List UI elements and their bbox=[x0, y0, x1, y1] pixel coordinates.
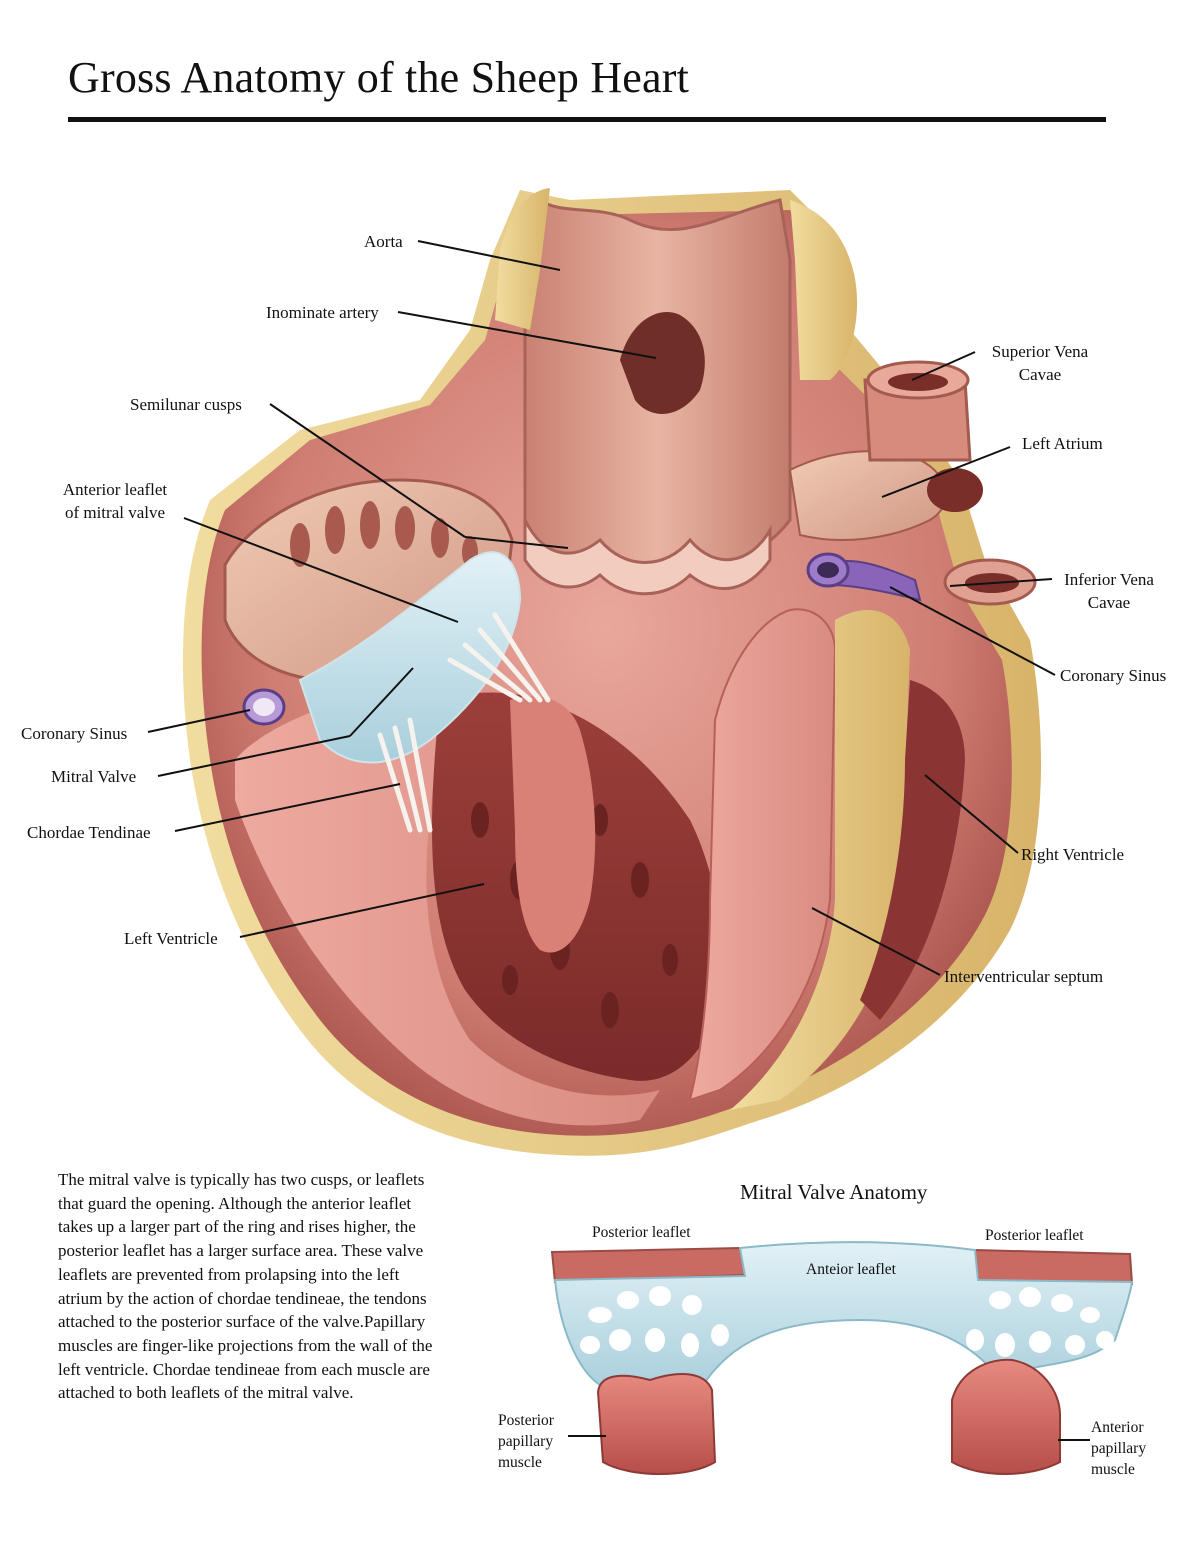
label-left-atrium: Left Atrium bbox=[1022, 434, 1103, 453]
anterior-papillary-shape bbox=[951, 1358, 1061, 1475]
posterior-leaflet-right-bar bbox=[973, 1248, 1134, 1286]
inset-anterior-papillary-line1: Anterior bbox=[1091, 1419, 1144, 1436]
heart-body bbox=[182, 188, 1042, 1156]
mitral-inset bbox=[550, 1241, 1134, 1475]
page-title: Gross Anatomy of the Sheep Heart bbox=[68, 53, 690, 102]
label-aorta: Aorta bbox=[364, 232, 403, 251]
papillary-muscle bbox=[510, 696, 596, 953]
label-coronary-sinus-left: Coronary Sinus bbox=[21, 724, 128, 743]
leader-lines bbox=[147, 240, 1056, 976]
inset-posterior-papillary-line1: Posterior bbox=[498, 1412, 554, 1429]
label-semilunar-cusps: Semilunar cusps bbox=[130, 395, 242, 414]
atrium-ridges bbox=[290, 501, 478, 568]
inset-title: Mitral Valve Anatomy bbox=[740, 1180, 928, 1204]
inset-posterior-papillary-line2: papillary bbox=[498, 1433, 554, 1450]
label-chordae-tendinae: Chordae Tendinae bbox=[27, 823, 151, 842]
septum bbox=[688, 608, 837, 1102]
inset-anterior-papillary: Anterior papillary muscle bbox=[1091, 1417, 1146, 1480]
label-inferior-vena-line2: Cavae bbox=[1087, 593, 1131, 612]
inset-posterior-leaflet-right: Posterior leaflet bbox=[985, 1227, 1084, 1244]
posterior-papillary-shape bbox=[596, 1373, 717, 1475]
description-text: The mitral valve is typically has two cu… bbox=[58, 1170, 433, 1403]
aorta-fat-left bbox=[495, 188, 550, 330]
membrane-holes bbox=[580, 1286, 1114, 1357]
label-anterior-leaflet-line2: of mitral valve bbox=[64, 503, 166, 522]
right-ventricle-cavity bbox=[860, 680, 965, 1020]
aorta-fat-right bbox=[790, 200, 858, 380]
inset-posterior-papillary-line3: muscle bbox=[498, 1454, 542, 1471]
label-superior-vena-cava: Superior Vena Cavae bbox=[980, 340, 1100, 386]
inset-anterior-leaflet: Anteior leaflet bbox=[806, 1261, 896, 1278]
label-coronary-sinus-right: Coronary Sinus bbox=[1060, 666, 1167, 685]
inset-posterior-papillary: Posterior papillary muscle bbox=[498, 1410, 554, 1473]
inset-posterior-leaflet-left: Posterior leaflet bbox=[592, 1224, 691, 1241]
coronary-sinus-left bbox=[242, 688, 286, 726]
label-right-ventricle: Right Ventricle bbox=[1021, 845, 1125, 864]
label-superior-vena-line2: Cavae bbox=[1018, 365, 1062, 384]
chordae-tendineae bbox=[377, 612, 551, 833]
inominate-opening bbox=[620, 312, 705, 414]
label-superior-vena-line1: Superior Vena bbox=[991, 342, 1089, 361]
label-left-ventricle: Left Ventricle bbox=[124, 929, 218, 948]
semilunar-cusps bbox=[523, 519, 772, 596]
septum-fat bbox=[730, 610, 910, 1110]
atrium-opening bbox=[927, 468, 983, 512]
label-inferior-vena-line1: Inferior Vena bbox=[1064, 570, 1154, 589]
inset-anterior-papillary-line2: papillary bbox=[1091, 1440, 1147, 1457]
label-anterior-leaflet: Anterior leaflet of mitral valve bbox=[52, 478, 178, 524]
inset-anterior-papillary-line3: muscle bbox=[1091, 1461, 1135, 1478]
superior-vena-cava bbox=[863, 360, 972, 462]
label-interventricular-septum: Interventricular septum bbox=[944, 967, 1104, 986]
label-anterior-leaflet-line1: Anterior leaflet bbox=[62, 480, 168, 499]
mitral-leaflet bbox=[298, 551, 522, 764]
label-inominate-artery: Inominate artery bbox=[266, 303, 379, 322]
label-mitral-valve: Mitral Valve bbox=[51, 767, 137, 786]
label-inferior-vena-cava: Inferior Vena Cavae bbox=[1054, 568, 1164, 614]
inferior-vena-cava bbox=[943, 558, 1037, 606]
left-ventricle-wall bbox=[235, 690, 660, 1126]
title-rule bbox=[68, 117, 1106, 122]
